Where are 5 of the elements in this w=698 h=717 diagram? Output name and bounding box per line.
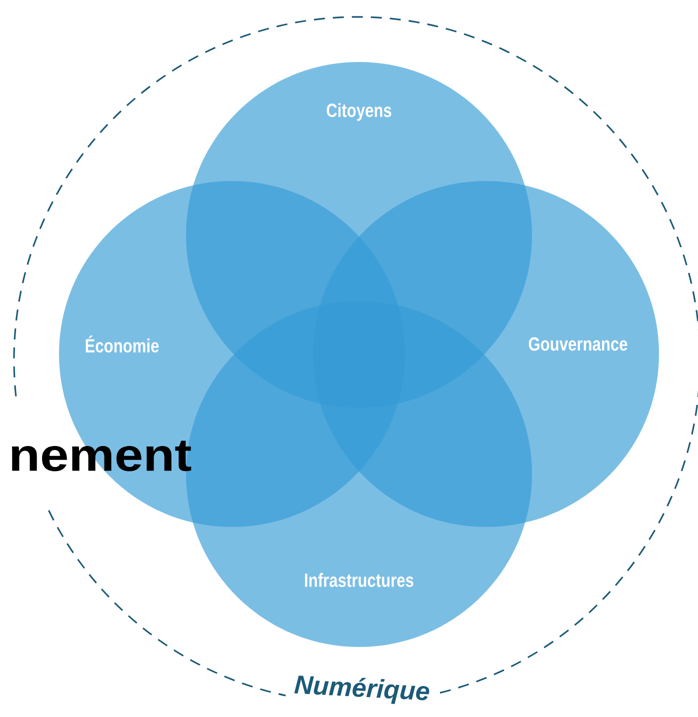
circle-label: Gouvernance [528, 337, 628, 351]
circle-label: Infrastructures [305, 573, 414, 587]
circle-label: Économie [86, 336, 159, 352]
circle-label: Numérique [294, 676, 430, 704]
circle-label: Citoyens [326, 103, 392, 121]
